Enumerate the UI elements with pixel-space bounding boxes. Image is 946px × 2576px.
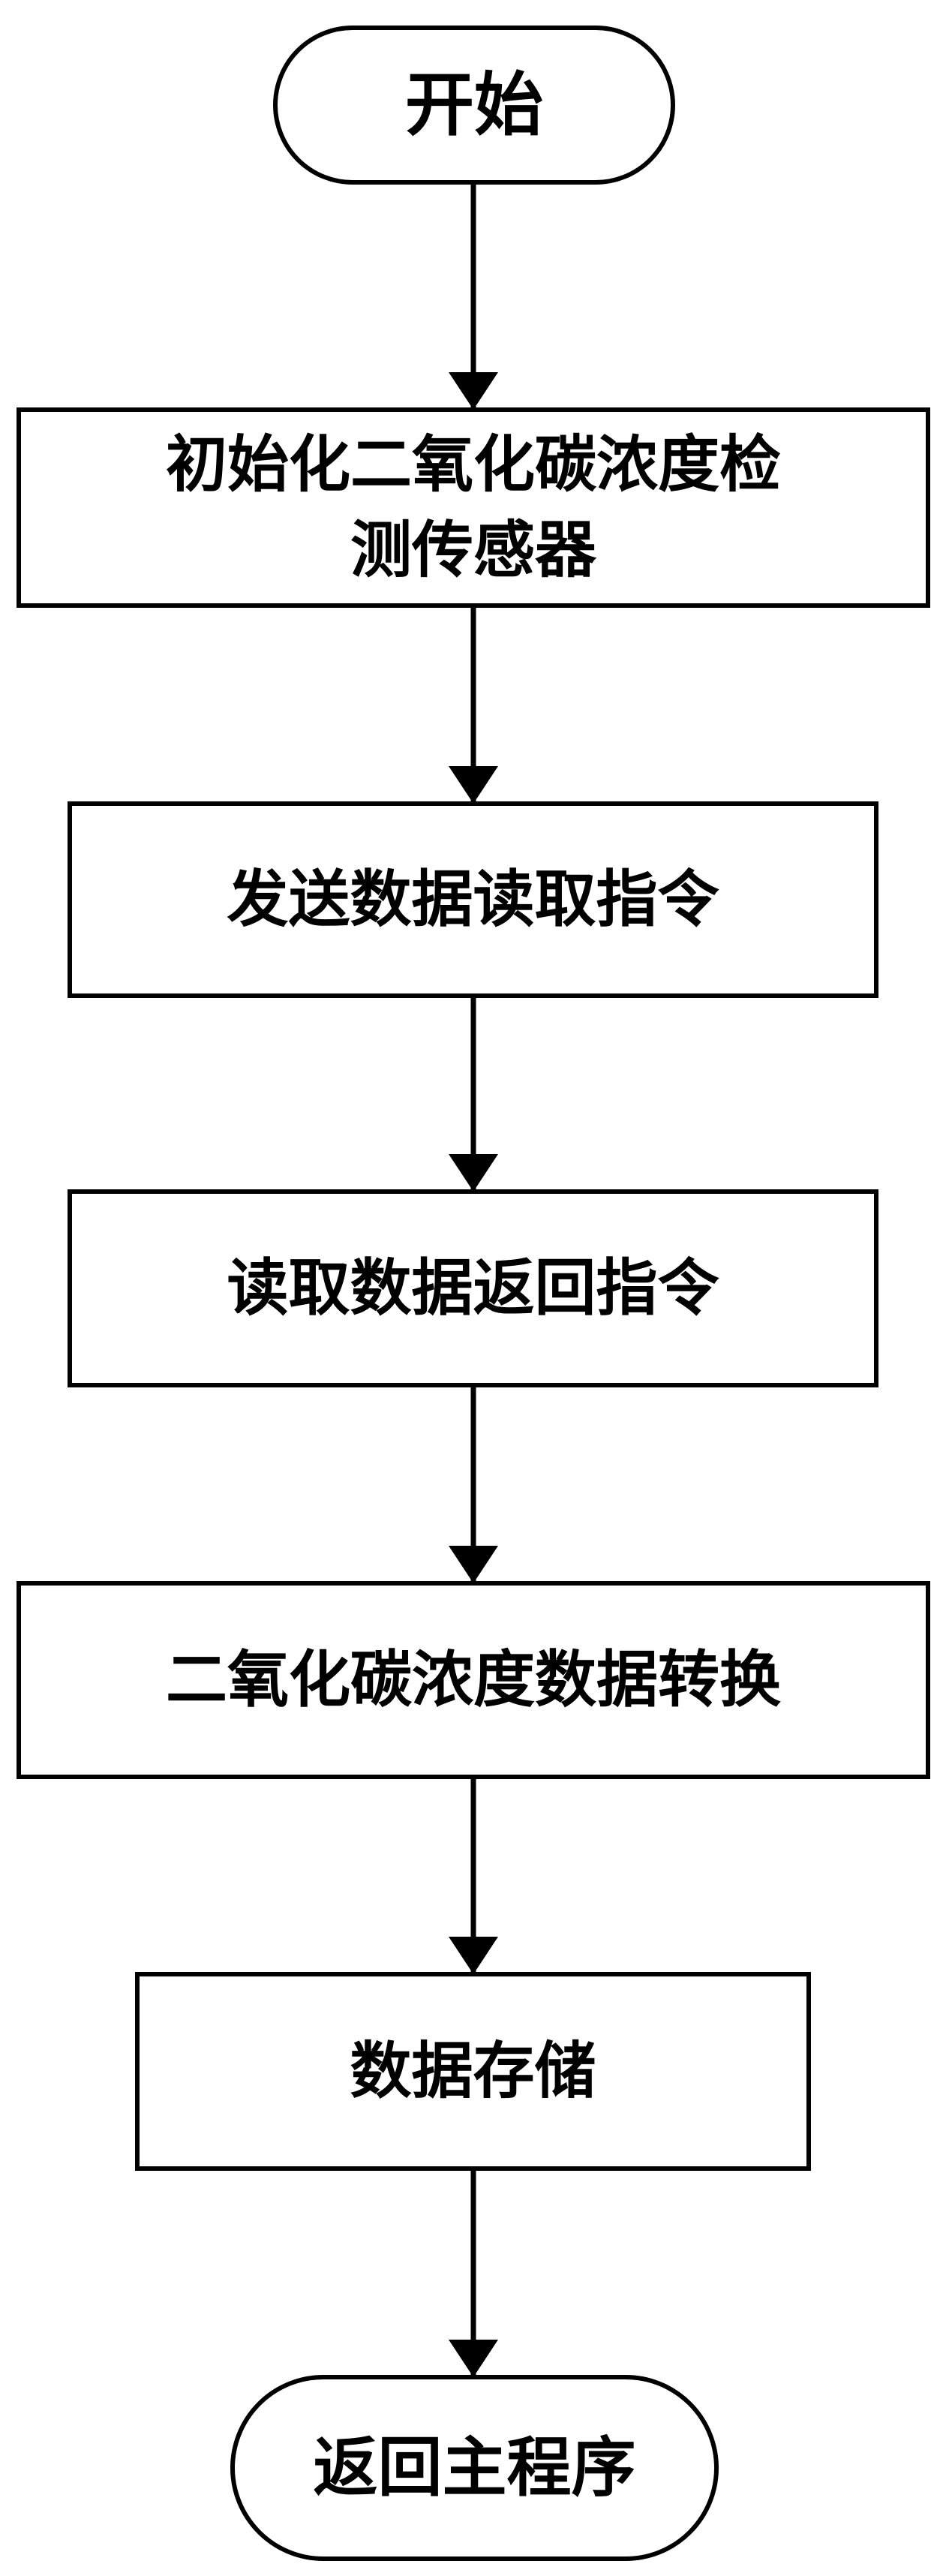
process-box (135, 1972, 811, 2171)
node-convert-data: 二氧化碳浓度数据转换 (17, 1581, 930, 1779)
process-box (17, 407, 930, 608)
node-label: 读取数据返回指令 (227, 1253, 719, 1324)
process-box (68, 801, 878, 998)
nodes-layer: 开始初始化二氧化碳浓度检测传感器发送数据读取指令读取数据返回指令二氧化碳浓度数据… (17, 26, 930, 2561)
node-label: 二氧化碳浓度数据转换 (166, 1645, 781, 1716)
node-read-return-cmd: 读取数据返回指令 (68, 1189, 878, 1387)
node-label: 开始 (405, 65, 543, 146)
node-label: 数据存储 (350, 2036, 596, 2107)
process-box (17, 1581, 930, 1779)
node-start: 开始 (273, 26, 675, 185)
node-return-main: 返回主程序 (230, 2375, 719, 2561)
process-box (68, 1189, 878, 1387)
terminator-shape (230, 2375, 719, 2561)
node-label: 初始化二氧化碳浓度检 (166, 429, 781, 500)
terminator-shape (273, 26, 675, 185)
node-label: 测传感器 (350, 515, 597, 586)
node-label: 发送数据读取指令 (227, 864, 719, 936)
node-send-read-cmd: 发送数据读取指令 (68, 801, 878, 998)
node-store-data: 数据存储 (135, 1972, 811, 2171)
node-label: 返回主程序 (314, 2430, 636, 2505)
